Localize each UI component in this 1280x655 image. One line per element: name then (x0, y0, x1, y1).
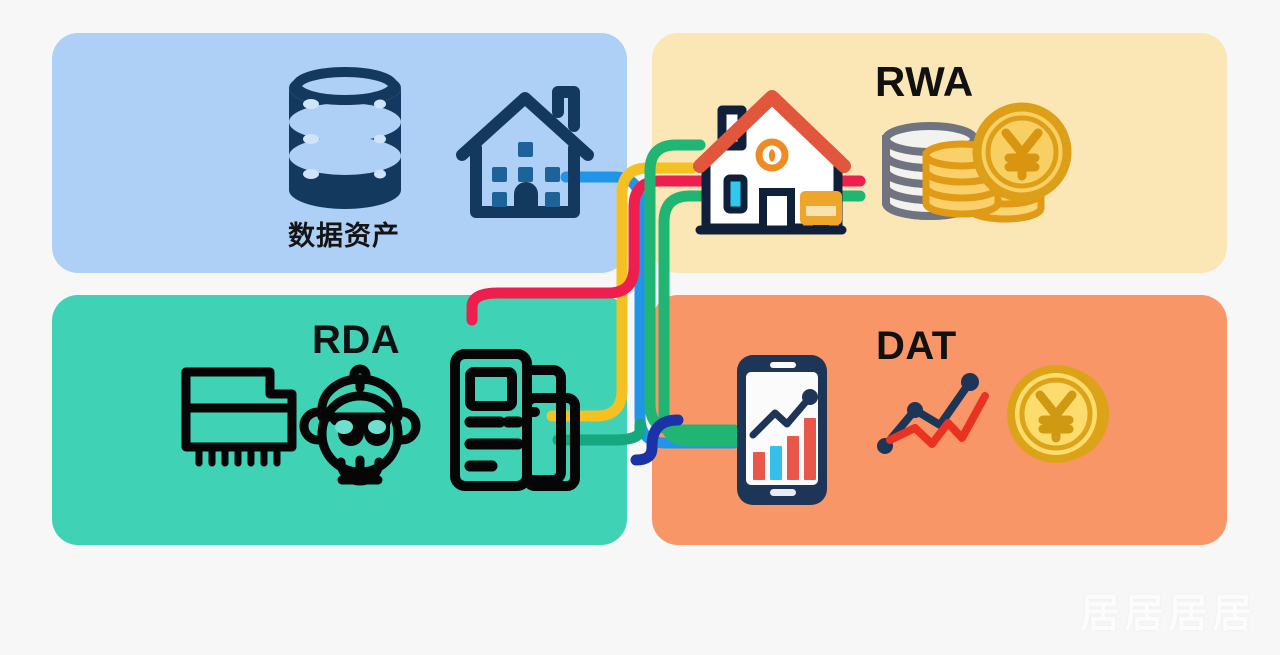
watermark: 居居居居 (1080, 592, 1256, 636)
panel-title-rda: RDA (312, 318, 401, 362)
panel-title-rwa: RWA (875, 58, 974, 105)
panel-caption-data-assets: 数据资产 (288, 221, 400, 251)
panel-title-dat: DAT (876, 324, 957, 368)
